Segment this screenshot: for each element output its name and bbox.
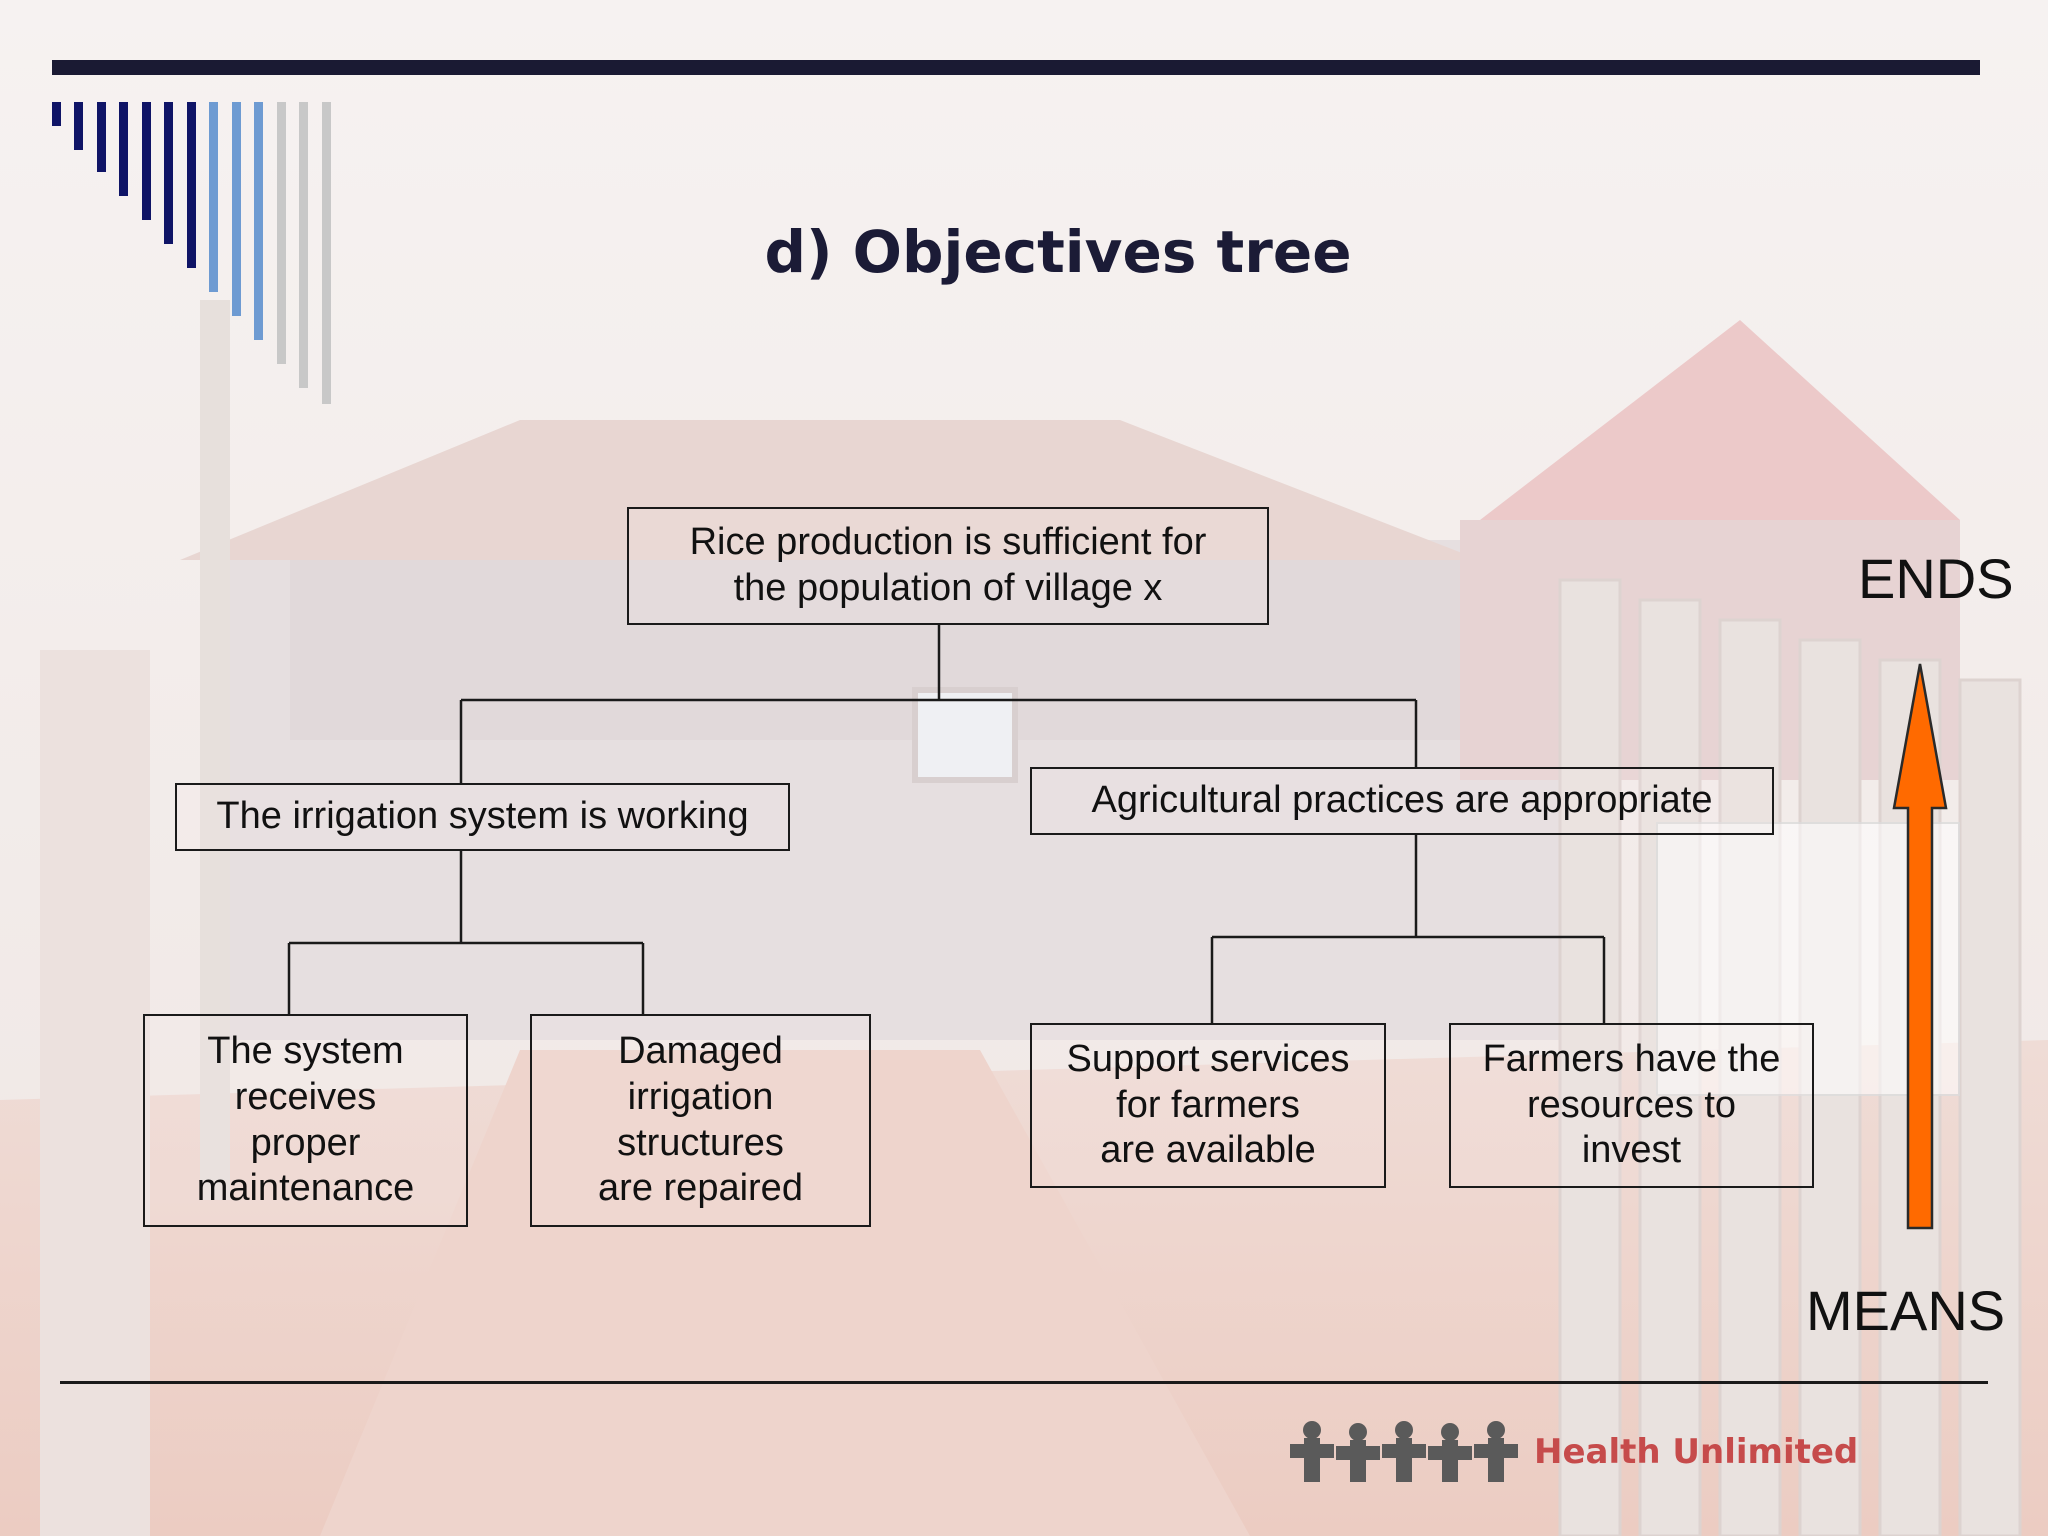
stripe bbox=[74, 102, 83, 150]
stripe bbox=[299, 102, 308, 388]
objective-text: Agricultural practices are appropriate bbox=[1091, 779, 1713, 822]
objective-box-rl: Support services for farmers are availab… bbox=[1030, 1023, 1386, 1188]
slide-title: d) Objectives tree bbox=[764, 218, 1352, 286]
objective-box-top: Rice production is sufficient for the po… bbox=[627, 507, 1269, 625]
stripe bbox=[209, 102, 218, 292]
stripe bbox=[322, 102, 331, 404]
stripe bbox=[119, 102, 128, 196]
objective-box-ll: The system receives proper maintenance bbox=[143, 1014, 468, 1227]
objective-box-rr: Farmers have the resources to invest bbox=[1449, 1023, 1814, 1188]
objective-text: Rice production is sufficient for the po… bbox=[689, 521, 1207, 609]
logo-people-icon bbox=[1290, 1420, 1520, 1484]
ends-means-arrow bbox=[1892, 663, 1948, 1230]
objective-box-right: Agricultural practices are appropriate bbox=[1030, 767, 1774, 835]
objective-box-lr: Damaged irrigation structures are repair… bbox=[530, 1014, 871, 1227]
stripe bbox=[142, 102, 151, 220]
means-label: MEANS bbox=[1806, 1279, 2006, 1342]
logo-text: Health Unlimited bbox=[1534, 1432, 1859, 1472]
stripe bbox=[254, 102, 263, 340]
stripe bbox=[232, 102, 241, 316]
objective-text: The system receives proper maintenance bbox=[196, 1030, 415, 1210]
stripe bbox=[164, 102, 173, 244]
objective-box-left: The irrigation system is working bbox=[175, 783, 790, 851]
health-unlimited-logo: Health Unlimited bbox=[1290, 1420, 1858, 1484]
ends-label: ENDS bbox=[1858, 547, 2014, 610]
title-bar-rule bbox=[52, 60, 1980, 75]
stripe bbox=[97, 102, 106, 172]
objective-text: Support services for farmers are availab… bbox=[1066, 1038, 1350, 1172]
stripe bbox=[52, 102, 61, 126]
footer-rule bbox=[60, 1381, 1988, 1384]
objective-text: Farmers have the resources to invest bbox=[1482, 1038, 1781, 1172]
stripe bbox=[277, 102, 286, 364]
objective-text: Damaged irrigation structures are repair… bbox=[598, 1030, 803, 1210]
stripe bbox=[187, 102, 196, 268]
objective-text: The irrigation system is working bbox=[216, 795, 749, 838]
